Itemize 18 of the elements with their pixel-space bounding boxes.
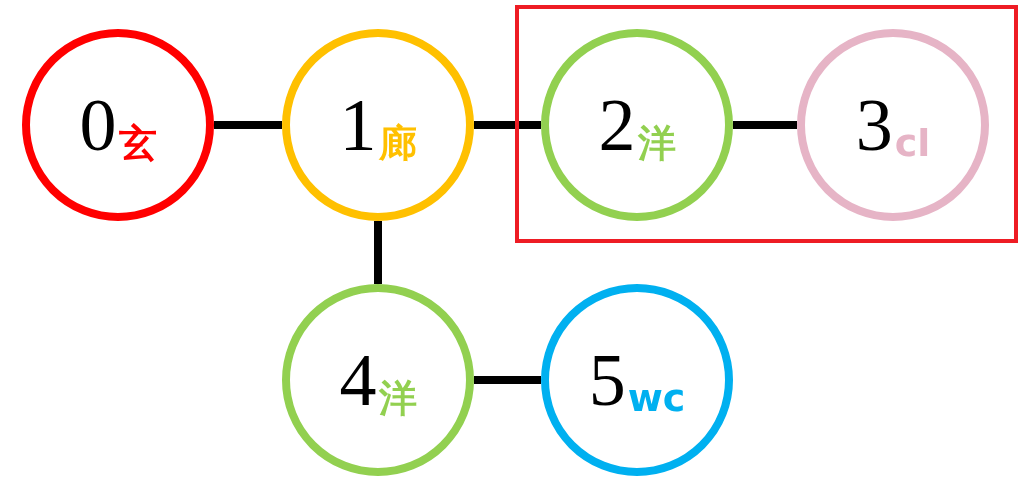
room-label: 廊	[378, 124, 417, 162]
connector-line	[733, 121, 797, 129]
connector-line	[214, 121, 282, 129]
connector-line	[474, 121, 541, 129]
room-number: 0	[79, 88, 117, 162]
room-label: 玄	[118, 124, 157, 162]
room-number: 2	[598, 88, 636, 162]
room-number: 4	[339, 343, 377, 417]
room-label: wc	[627, 379, 686, 417]
room-number: 1	[339, 88, 377, 162]
room-label: 洋	[378, 379, 417, 417]
room-number: 5	[588, 343, 626, 417]
room-label: cl	[894, 124, 931, 162]
connector-line	[374, 221, 382, 284]
room-number: 3	[855, 88, 893, 162]
room-label: 洋	[637, 124, 676, 162]
connector-line	[474, 376, 541, 384]
group-frame	[515, 5, 1018, 243]
